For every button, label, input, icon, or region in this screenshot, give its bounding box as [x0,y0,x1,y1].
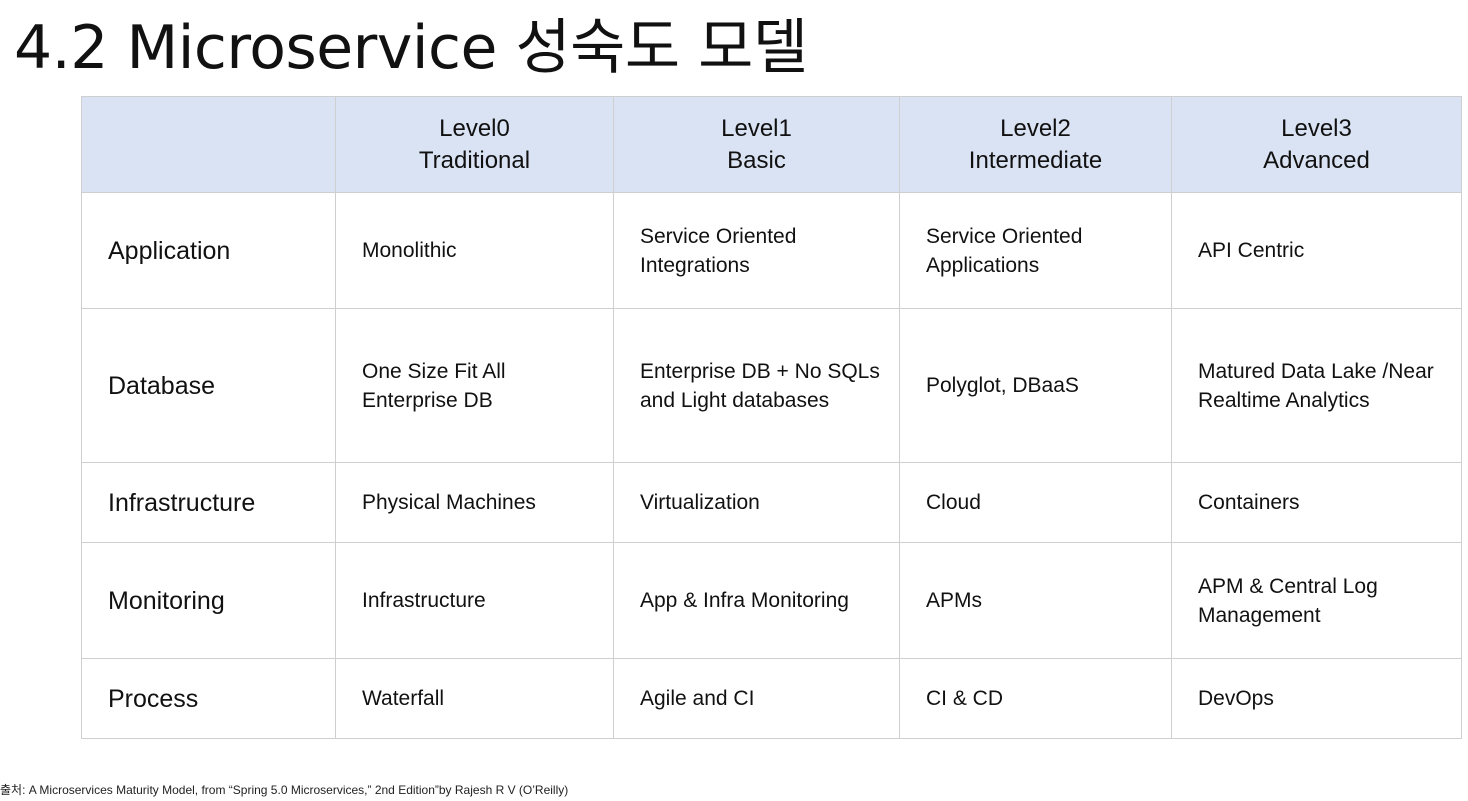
header-level2: Level2 Intermediate [899,96,1172,193]
source-citation: 출처: A Microservices Maturity Model, from… [0,783,569,797]
row-label: Database [81,308,336,463]
table-cell: CI & CD [899,658,1172,739]
header-level0: Level0 Traditional [335,96,614,193]
table-cell: Service Oriented Applications [899,192,1172,309]
page-title: 4.2 Microservice 성숙도 모델 [14,13,808,83]
maturity-model-table: Level0 Traditional Level1 Basic Level2 I… [81,96,1462,739]
table-cell: App & Infra Monitoring [613,542,900,659]
table-row-application: Application Monolithic Service Oriented … [81,192,1462,309]
table-cell: DevOps [1171,658,1462,739]
level-label: Level2 [1000,114,1071,142]
table-row-process: Process Waterfall Agile and CI CI & CD D… [81,658,1462,739]
table-row-database: Database One Size Fit All Enterprise DB … [81,308,1462,463]
row-label: Process [81,658,336,739]
table-row-monitoring: Monitoring Infrastructure App & Infra Mo… [81,542,1462,659]
row-label: Application [81,192,336,309]
table-cell: Waterfall [335,658,614,739]
table-cell: Service Oriented Integrations [613,192,900,309]
table-cell: Physical Machines [335,462,614,543]
header-row: Level0 Traditional Level1 Basic Level2 I… [81,96,1462,193]
table-cell: Containers [1171,462,1462,543]
table-cell: Polyglot, DBaaS [899,308,1172,463]
table-cell: APM & Central Log Management [1171,542,1462,659]
table-cell: One Size Fit All Enterprise DB [335,308,614,463]
level-name: Basic [727,146,786,174]
table-cell: Cloud [899,462,1172,543]
table-cell: API Centric [1171,192,1462,309]
row-label: Infrastructure [81,462,336,543]
level-name: Advanced [1263,146,1370,174]
table-cell: Virtualization [613,462,900,543]
table-cell: Monolithic [335,192,614,309]
header-level3: Level3 Advanced [1171,96,1462,193]
level-label: Level1 [721,114,792,142]
level-name: Intermediate [968,146,1103,174]
level-label: Level3 [1281,114,1352,142]
table-cell: APMs [899,542,1172,659]
row-label: Monitoring [81,542,336,659]
level-name: Traditional [418,146,531,174]
table-row-infrastructure: Infrastructure Physical Machines Virtual… [81,462,1462,543]
table-cell: Infrastructure [335,542,614,659]
header-level1: Level1 Basic [613,96,900,193]
table-cell: Agile and CI [613,658,900,739]
table-cell: Enterprise DB + No SQLs and Light databa… [613,308,900,463]
level-label: Level0 [439,114,510,142]
header-corner-cell [81,96,336,193]
table-cell: Matured Data Lake /Near Realtime Analyti… [1171,308,1462,463]
